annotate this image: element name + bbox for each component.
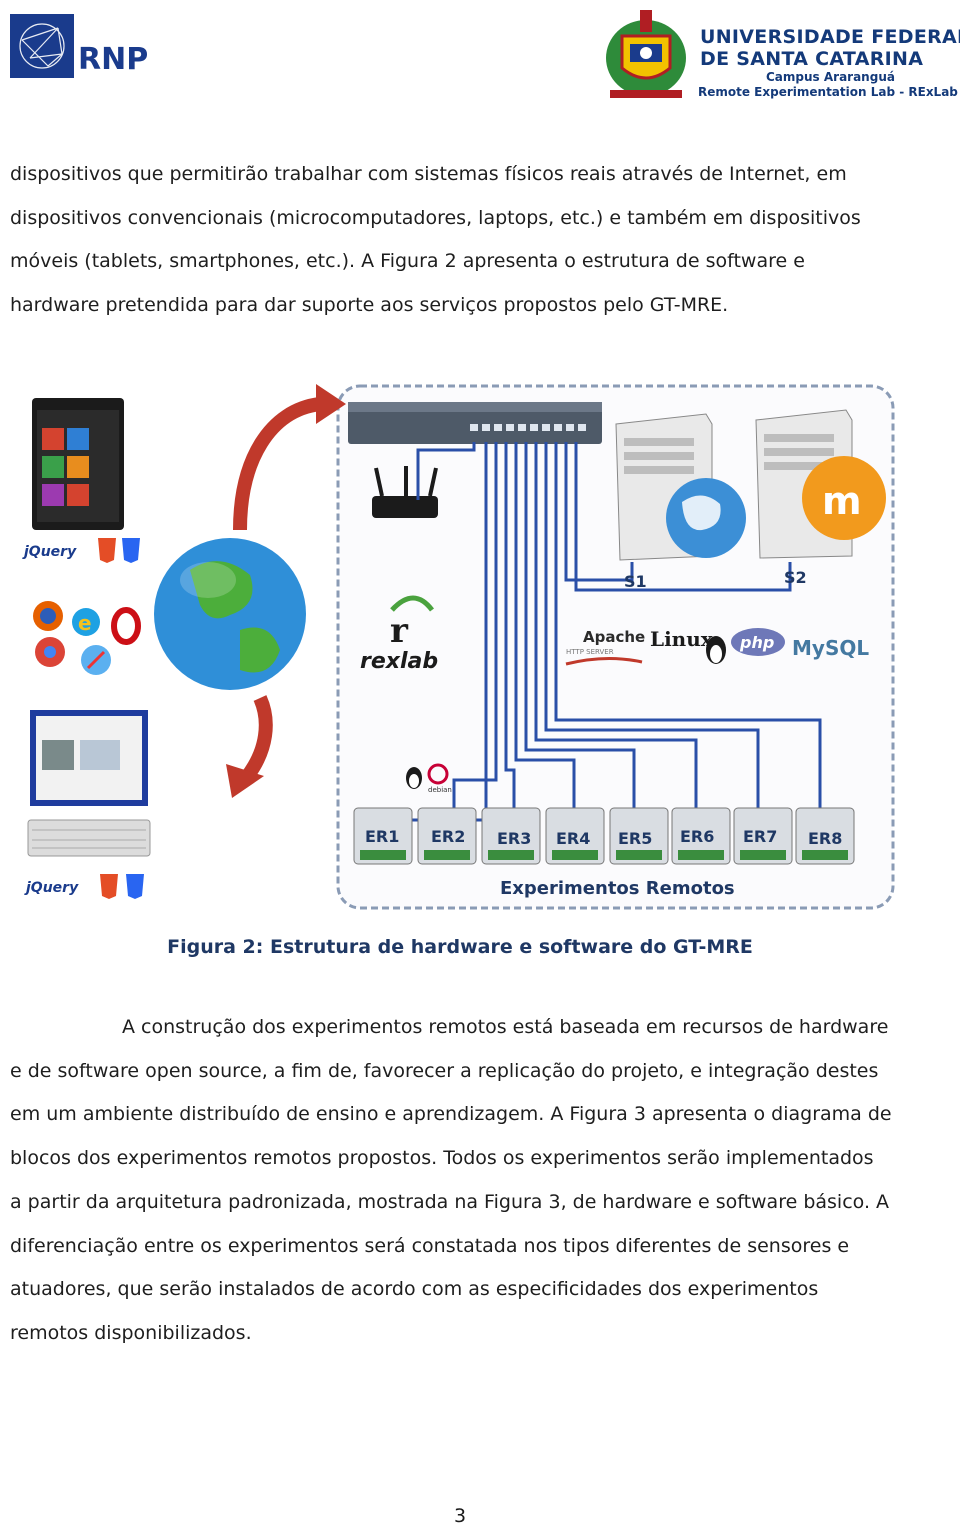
network-switch-icon — [348, 402, 602, 444]
ufsc-campus: Campus Araranguá — [766, 70, 895, 84]
network-cables — [384, 442, 822, 822]
php-logo: php — [739, 633, 774, 652]
text-line: em um ambiente distribuído de ensino e a… — [10, 1103, 892, 1126]
figure-caption: Figura 2: Estrutura de hardware e softwa… — [167, 936, 753, 958]
mysql-logo: MySQL — [792, 636, 869, 660]
upload-arrow-icon — [233, 384, 346, 531]
text-line: móveis (tablets, smartphones, etc.). A F… — [10, 250, 805, 273]
tux-small-icon — [406, 767, 422, 789]
experiment-module-er6: ER6 — [671, 807, 731, 865]
text-line: A construção dos experimentos remotos es… — [122, 1016, 889, 1038]
ufsc-crest-icon — [606, 10, 686, 98]
apache-logo: Apache — [583, 628, 645, 646]
html5-css3-logo-bottom-icon — [100, 874, 144, 899]
network-boundary — [336, 384, 895, 910]
server-label-s1: S1 — [624, 572, 647, 591]
experiment-label: ER2 — [431, 827, 465, 846]
jquery-logo: jQuery — [22, 544, 77, 560]
ufsc-logo: UNIVERSIDADE FEDERAL DE SANTA CATARINA C… — [600, 6, 960, 102]
intro-paragraph: dispositivos que permitirão trabalhar co… — [10, 153, 920, 328]
body-paragraph: A construção dos experimentos remotos es… — [10, 1006, 920, 1356]
tux-icon — [706, 636, 726, 664]
ufsc-lab: Remote Experimentation Lab - RExLab — [698, 85, 958, 99]
debian-label: debian — [428, 786, 452, 794]
html5-css3-logo-icon — [98, 538, 140, 563]
ufsc-name-line2: DE SANTA CATARINA — [700, 48, 924, 70]
experiment-module-er3: ER3 — [481, 807, 541, 865]
apache-subtitle: HTTP SERVER — [566, 648, 614, 656]
rexlab-logo: r rexlab — [360, 595, 438, 674]
experiment-module-er1: ER1 — [353, 807, 413, 865]
globe-icon — [154, 538, 306, 690]
server-s1-icon — [615, 413, 746, 561]
experiment-label: ER4 — [556, 829, 590, 848]
ufsc-name-line1: UNIVERSIDADE FEDERAL — [700, 26, 960, 48]
text-line: dispositivos que permitirão trabalhar co… — [10, 163, 847, 185]
remote-experiments: ER1 ER2 ER3 ER4 ER5 ER6 ER7 ER8 — [353, 807, 855, 865]
text-line: blocos dos experimentos remotos proposto… — [10, 1147, 874, 1170]
jquery-logo-bottom: jQuery — [24, 880, 79, 896]
text-line: a partir da arquitetura padronizada, mos… — [10, 1190, 890, 1213]
text-line: atuadores, que serão instalados de acord… — [10, 1278, 819, 1301]
experiment-label: ER8 — [808, 829, 842, 848]
experiment-module-er4: ER4 — [545, 807, 605, 865]
wifi-router-icon — [372, 466, 438, 518]
experiment-label: ER6 — [680, 827, 714, 846]
architecture-figure: jQuery e — [20, 380, 900, 915]
experiment-module-er5: ER5 — [609, 807, 669, 865]
text-line: e de software open source, a fim de, fav… — [10, 1059, 879, 1082]
experiment-label: ER1 — [365, 827, 399, 846]
rnp-logo: RNP — [10, 14, 150, 80]
debian-icon — [427, 763, 449, 785]
experiment-module-er7: ER7 — [733, 807, 793, 865]
browsers-icon: e — [33, 601, 141, 675]
moodle-icon: m — [822, 479, 862, 523]
experiments-caption: Experimentos Remotos — [500, 878, 735, 899]
experiment-label: ER3 — [497, 829, 531, 848]
experiment-label: ER7 — [743, 827, 777, 846]
svg-text:r: r — [390, 611, 409, 651]
text-line: diferenciação entre os experimentos será… — [10, 1234, 850, 1257]
download-arrow-icon — [226, 695, 273, 798]
apache-feather-icon — [565, 656, 643, 666]
text-line: dispositivos convencionais (microcomputa… — [10, 206, 861, 229]
page-number: 3 — [453, 1505, 467, 1527]
svg-text:rexlab: rexlab — [360, 649, 438, 674]
rnp-logo-text: RNP — [78, 42, 148, 77]
text-line: hardware pretendida para dar suporte aos… — [10, 294, 729, 317]
server-label-s2: S2 — [784, 568, 807, 587]
experiment-module-er2: ER2 — [417, 807, 477, 865]
svg-text:e: e — [78, 611, 92, 635]
experiment-label: ER5 — [618, 829, 652, 848]
linux-logo: Linux — [650, 627, 714, 651]
server-s2-icon: m — [755, 409, 886, 559]
desktop-computer-icon — [27, 710, 151, 857]
php-logo-icon — [731, 628, 785, 656]
tablet-icon — [32, 398, 124, 530]
experiment-module-er8: ER8 — [795, 807, 855, 865]
text-line: remotos disponibilizados. — [10, 1321, 252, 1344]
